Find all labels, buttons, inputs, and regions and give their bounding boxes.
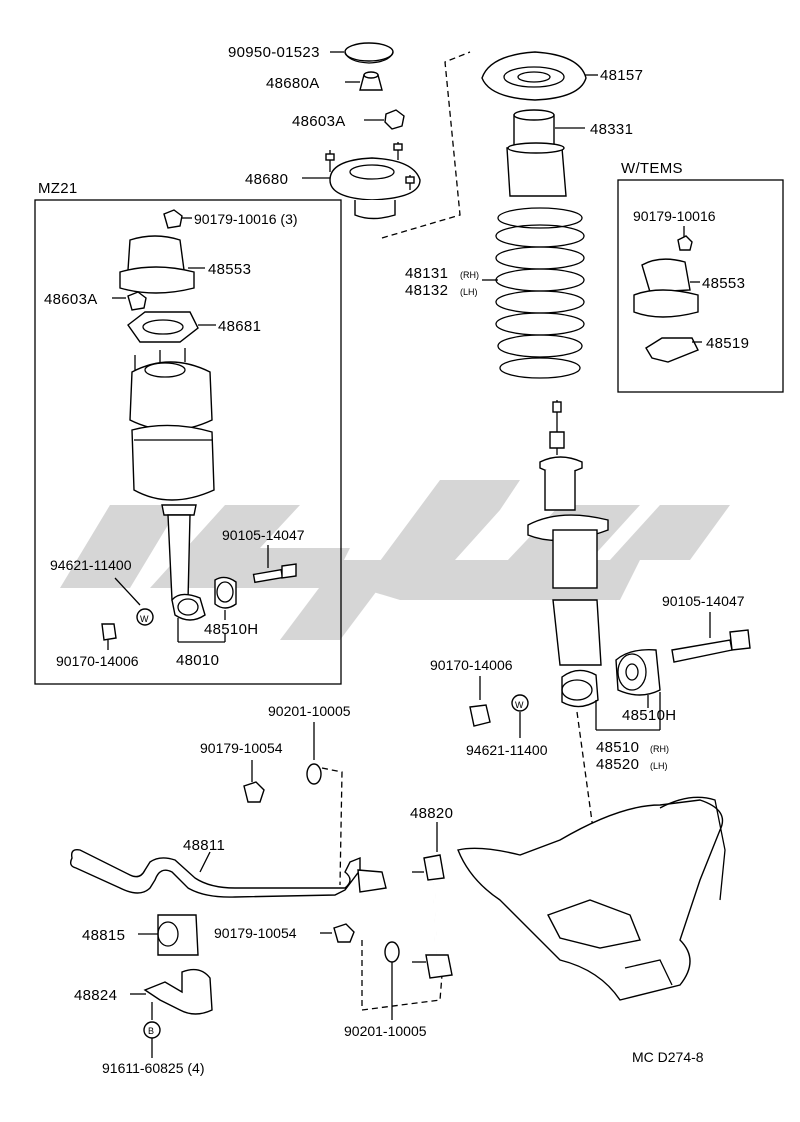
- part-48131-coil-spring: [495, 207, 585, 379]
- label-48157: 48157: [600, 67, 643, 84]
- label-90179-10054-bot: 90179-10054: [214, 925, 297, 941]
- label-48553-wt: 48553: [702, 275, 745, 292]
- label-48811: 48811: [183, 837, 225, 854]
- dashed-leader-stab-top: [321, 767, 343, 886]
- w-marker-text: W: [515, 700, 524, 710]
- part-48680-upper-mount: [325, 142, 421, 220]
- b-marker-text: B: [148, 1026, 154, 1036]
- label-91611-60825: 91611-60825 (4): [102, 1060, 204, 1076]
- label-48519: 48519: [706, 335, 749, 352]
- label-48331: 48331: [590, 121, 633, 138]
- part-48681-gasket: [127, 311, 199, 343]
- label-94621-11400-mz: 94621-11400: [50, 557, 132, 573]
- label-48510H-mz: 48510H: [204, 621, 258, 638]
- part-48519-bracket: [645, 337, 699, 363]
- label-48132: 48132: [405, 282, 448, 299]
- label-48131: 48131: [405, 265, 448, 282]
- mz21-title: MZ21: [38, 180, 78, 197]
- part-48157-spring-seat: [481, 51, 587, 101]
- label-94621-11400: 94621-11400: [466, 742, 548, 758]
- mz21-group-box: [34, 199, 342, 685]
- part-48820-stabilizer-link: [412, 854, 453, 979]
- label-48680: 48680: [245, 171, 288, 188]
- label-48681: 48681: [218, 318, 261, 335]
- label-90170-14006: 90170-14006: [430, 657, 513, 673]
- w-marker-mz: [136, 608, 154, 626]
- part-90179-10054-nut-top: [243, 781, 265, 803]
- label-48603A-mz: 48603A: [44, 291, 98, 308]
- label-48820: 48820: [410, 805, 453, 822]
- part-90179-10016-nut-mz: [163, 209, 183, 229]
- part-48510H-bushing: [615, 649, 661, 696]
- w-marker-mz-text: W: [140, 614, 149, 624]
- label-90105-14047-mz: 90105-14047: [222, 527, 305, 543]
- part-48811-stabilizer-bar: [69, 848, 361, 898]
- part-48824-bracket: [143, 968, 213, 1015]
- watermark-logo: [60, 480, 730, 640]
- part-lower-control-arm: [457, 796, 726, 1001]
- dashed-leader-top: [381, 51, 471, 239]
- part-90201-10005-washer-top: [306, 763, 322, 785]
- part-48815-bushing: [157, 914, 199, 956]
- wtems-title: W/TEMS: [621, 160, 683, 177]
- label-48815: 48815: [82, 927, 125, 944]
- part-48331-bump-stopper: [506, 109, 567, 197]
- label-90179-10016-wt: 90179-10016: [633, 208, 716, 224]
- label-48132-side: (LH): [460, 287, 478, 297]
- part-90950-01523-cap: [344, 42, 394, 64]
- part-90170-14006-nut-mz: [101, 623, 117, 641]
- label-90201-10005-bot: 90201-10005: [344, 1023, 427, 1039]
- part-48680A-bushing: [359, 71, 383, 91]
- part-90179-10054-nut-bot: [333, 923, 355, 943]
- part-90179-10016-nut-wt: [677, 235, 693, 251]
- label-90950-01523: 90950-01523: [228, 44, 320, 61]
- label-48824: 48824: [74, 987, 117, 1004]
- dashed-leader-stab-bot: [361, 940, 443, 1011]
- part-shock-absorber: [527, 400, 609, 708]
- label-48510-side: (RH): [650, 744, 669, 754]
- part-90105-14047-bolt: [671, 629, 751, 663]
- part-48010-air-strut: [129, 348, 215, 621]
- part-90170-14006-nut: [469, 704, 491, 727]
- label-48010: 48010: [176, 652, 219, 669]
- label-90201-10005-top: 90201-10005: [268, 703, 351, 719]
- label-48680A: 48680A: [266, 75, 320, 92]
- part-stabilizer-bracket: [357, 869, 387, 893]
- part-48603A-nut-top: [384, 109, 405, 130]
- label-90179-10016-mz: 90179-10016 (3): [194, 211, 298, 227]
- part-48553-wt-cover: [633, 258, 699, 318]
- part-48510H-bushing-mz: [214, 576, 237, 609]
- label-48520: 48520: [596, 756, 639, 773]
- wtems-group-box: [617, 179, 784, 393]
- label-48603A-top: 48603A: [292, 113, 346, 130]
- part-48553-mz-cover: [119, 235, 195, 294]
- label-90179-10054-top: 90179-10054: [200, 740, 283, 756]
- part-48603A-nut-mz: [127, 291, 147, 311]
- diagram-code: MC D274-8: [632, 1049, 704, 1065]
- label-48553-mz: 48553: [208, 261, 251, 278]
- part-90201-10005-washer-bot: [384, 941, 400, 963]
- w-marker: [511, 694, 529, 712]
- label-48131-side: (RH): [460, 270, 479, 280]
- label-48510H: 48510H: [622, 707, 676, 724]
- label-48520-side: (LH): [650, 761, 668, 771]
- label-90105-14047: 90105-14047: [662, 593, 745, 609]
- label-90170-14006-mz: 90170-14006: [56, 653, 139, 669]
- label-48510: 48510: [596, 739, 639, 756]
- part-90105-14047-bolt-mz: [252, 563, 297, 584]
